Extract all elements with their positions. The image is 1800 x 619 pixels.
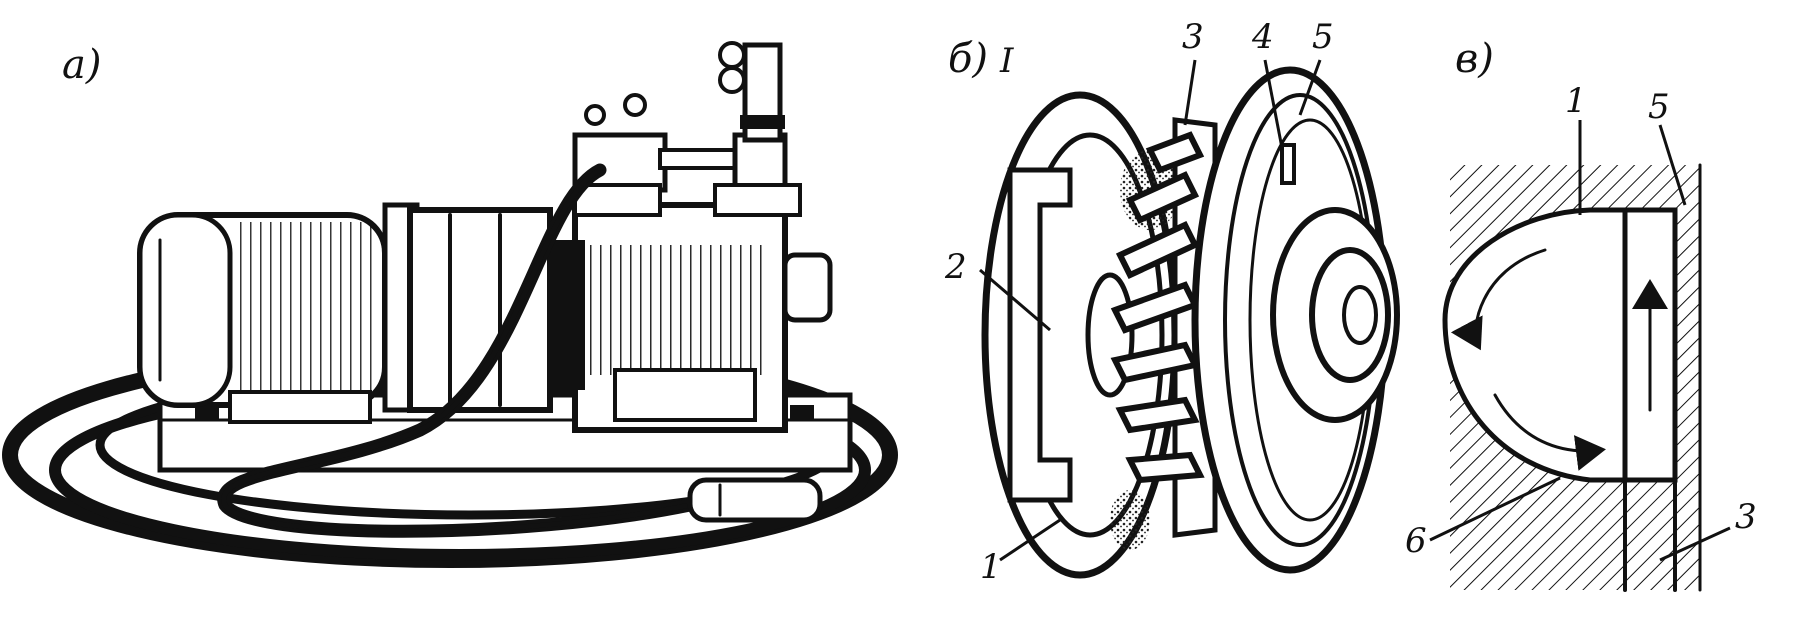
panel-v-section: в) 1 5 6 3 [1405,36,1757,592]
panel-b-label: б) [948,36,988,82]
callouts-b: 1 2 3 4 5 [944,17,1334,587]
discharge-hose [217,163,823,538]
drive-pulley [1191,66,1400,574]
callout-5: 5 [1312,17,1334,57]
pump-body [550,202,833,433]
callout-4: 4 [1251,17,1274,57]
callouts-v: 1 5 6 3 [1405,81,1757,561]
panel-b-impeller: б) I [944,17,1400,587]
working-channel [1442,207,1628,483]
callout-3: 3 [1182,17,1204,57]
callout-v-5: 5 [1648,87,1670,127]
callout-2: 2 [944,247,967,287]
callout-1: 1 [980,547,1002,587]
return-arrow [1493,393,1606,471]
panel-a-pump-unit: а) [2,41,898,568]
leader-lines-b [979,59,1322,562]
circulation-arrow [1450,248,1547,351]
panel-a-label: а) [62,42,101,88]
section-mark: I [999,41,1014,81]
callout-v-6: 6 [1405,521,1427,561]
pump-casing [981,91,1180,579]
pipe-fittings [572,41,802,217]
callout-v-3: 3 [1735,497,1757,537]
callout-v-1: 1 [1565,81,1587,121]
hose-nozzle [687,477,823,523]
leader-lines-v [1429,120,1731,562]
panel-v-label: в) [1455,36,1494,82]
electric-motor [137,202,420,424]
